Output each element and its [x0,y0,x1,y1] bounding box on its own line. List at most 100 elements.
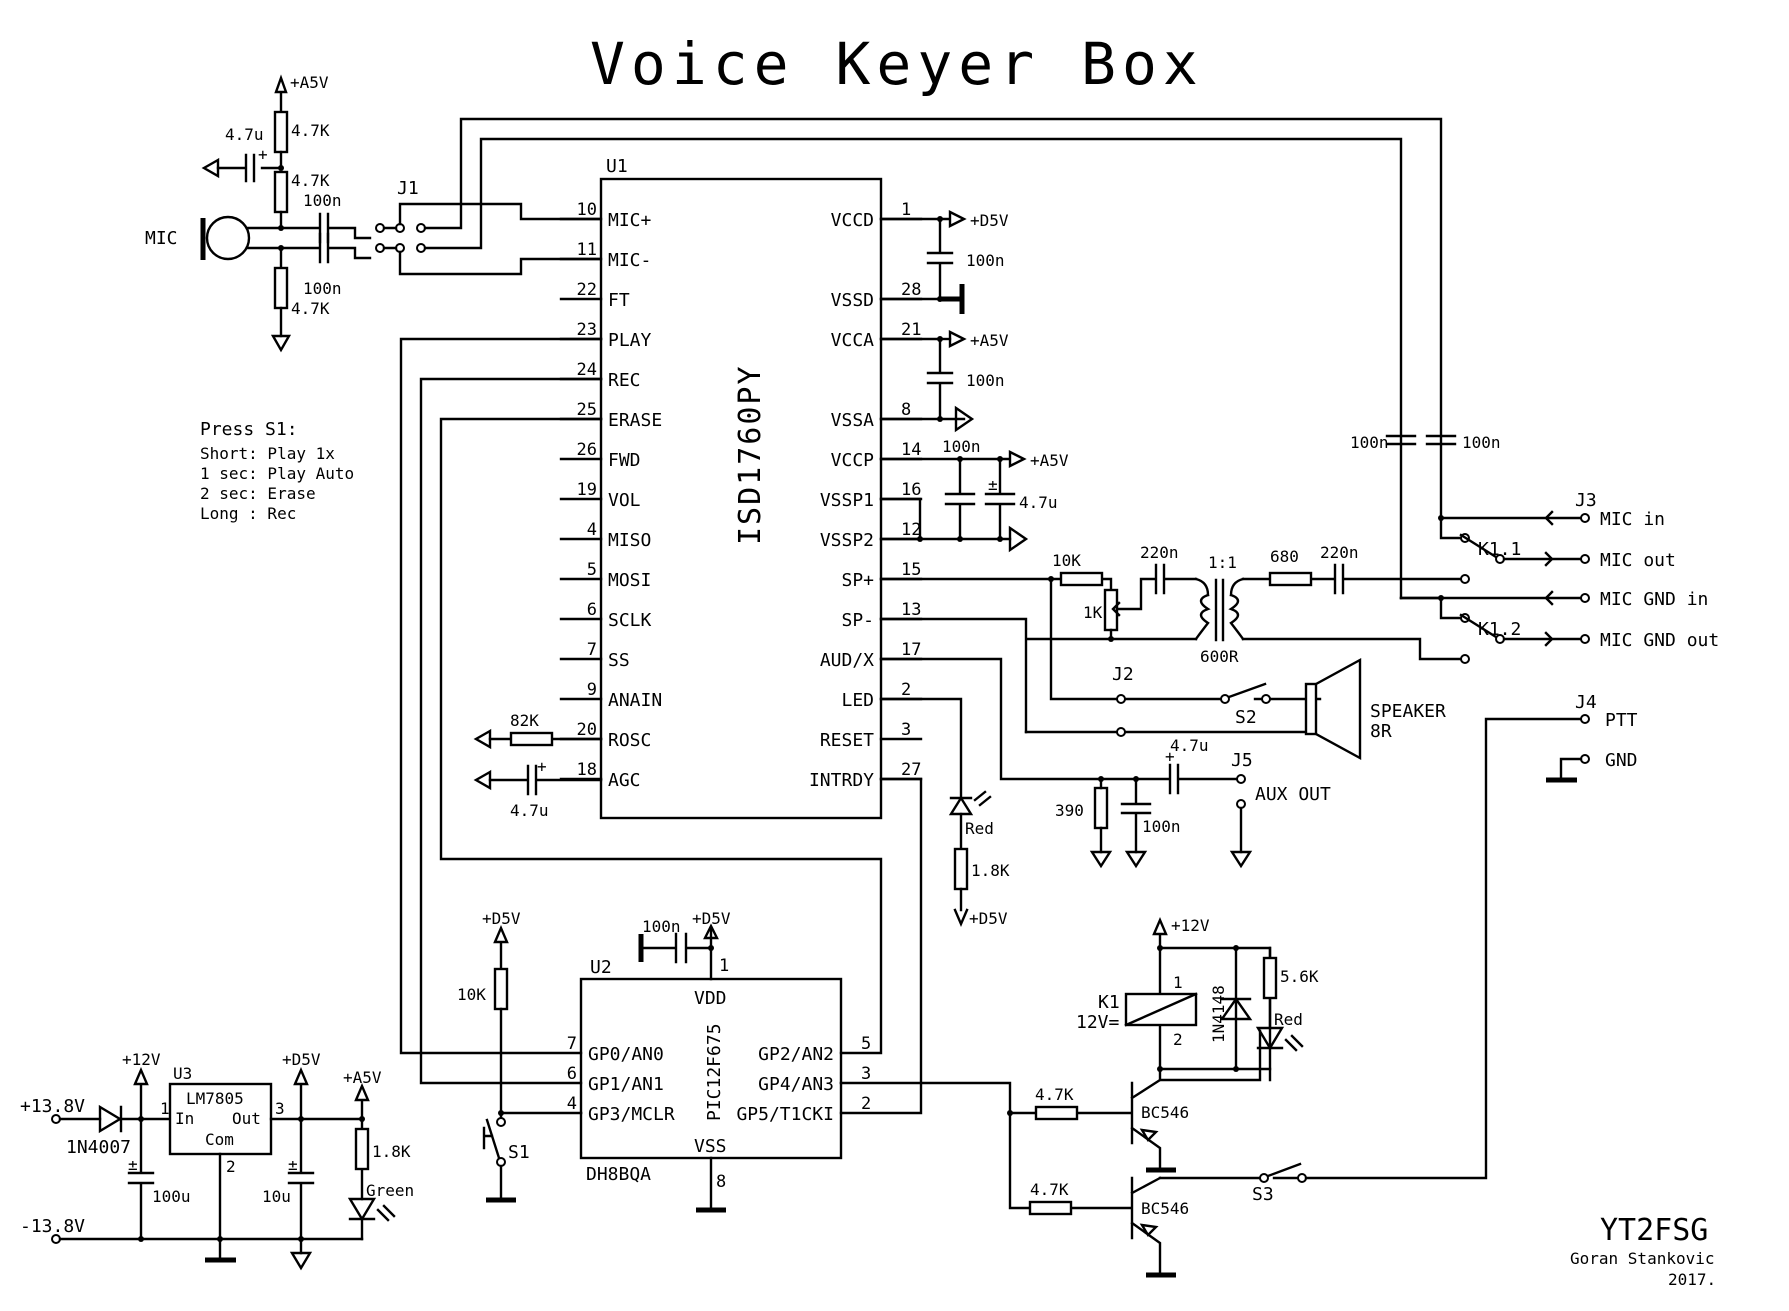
power-arrow-icon [493,924,509,971]
pin-number: 1 [160,1099,170,1118]
pin-number: 2 [226,1157,236,1176]
pin-number: 28 [901,280,921,300]
diode-label: 1N4148 [1209,985,1228,1043]
resistor-4-7k [1028,1200,1073,1216]
resistor-label: 4.7K [291,171,330,190]
resistor-label: 4.7K [1030,1180,1069,1199]
pin-name: VSSA [831,410,875,431]
pin-number: 18 [577,760,597,780]
vin-positive-label: +13.8V [20,1096,85,1117]
pin-number: 10 [577,200,597,220]
power-arrow-icon [133,1066,149,1121]
transistor-q1-icon [1130,1078,1176,1173]
pin-number: 23 [577,320,597,340]
capacitor-label: 10u [262,1187,291,1206]
speaker-icon [1304,657,1362,761]
capacitor-label: 100n [303,279,342,298]
resistor-4-7k [1034,1105,1079,1121]
ground-arrow-icon [201,157,220,179]
power-arrow-icon [998,450,1027,468]
resistor-label: 1.8K [971,861,1010,880]
pin-number: 13 [901,600,921,620]
author-callsign: YT2FSG [1600,1213,1708,1248]
pin-number: 12 [901,520,921,540]
j3-pin-label: MIC in [1600,509,1665,530]
j5-label: J5 [1231,750,1253,771]
u3-com-label: Com [205,1130,234,1149]
u3-out-label: Out [232,1109,261,1128]
capacitor-label: 220n [1320,543,1359,562]
capacitor-label: 100n [942,437,981,456]
transformer-ratio: 1:1 [1208,553,1237,572]
resistor-label: 82K [510,711,539,730]
pin-number: 27 [901,760,921,780]
speaker-label: SPEAKER [1370,701,1446,722]
capacitor-label: 100u [152,1187,191,1206]
svg-text:±: ± [128,1155,138,1174]
rail-label: +D5V [969,909,1008,928]
pin-number: 5 [861,1034,871,1054]
pin-number: 3 [901,720,911,740]
j4-pin [1580,714,1590,724]
u3-in-label: In [175,1109,194,1128]
resistor-5-6k [1262,956,1278,1000]
pin-number: 20 [577,720,597,740]
pin-number: 4 [567,1094,577,1114]
pin-name: SCLK [608,610,652,631]
diode-1n4007-icon [98,1104,123,1134]
ground-arrow-icon [473,769,492,791]
s2-contact [1261,694,1271,704]
pin-name: GP4/AN3 [758,1074,834,1095]
led-red-icon [1255,1026,1285,1051]
j1-connector: J1 [375,117,1443,600]
resistor-10k [493,967,509,1011]
notes-line: Short: Play 1x [200,444,335,463]
aux-out-section: + 4.7u 390 100n J5 AUX OUT [879,657,1331,869]
led-color-label: Red [965,819,994,838]
j3-pin-label: MIC GND in [1600,589,1708,610]
resistor-r-top [273,110,289,154]
capacitor-label: 100n [966,371,1005,390]
s2-contact [1220,694,1230,704]
pin-name: REC [608,370,641,391]
pin-name: MIC+ [608,210,652,231]
resistor-label: 5.6K [1280,967,1319,986]
relay-contact-label: K1.1 [1478,539,1521,560]
capacitor-label: 220n [1140,543,1179,562]
led-color-label: Red [1274,1010,1303,1029]
u3-ref: U3 [173,1064,192,1083]
resistor-label: 680 [1270,547,1299,566]
pin-name: SP- [841,610,874,631]
pin-number: 4 [587,520,597,540]
pin-number: 16 [901,480,921,500]
author-block: YT2FSG Goran Stankovic 2017. [1570,1213,1716,1289]
j3-pin [1580,554,1590,564]
power-arrow-icon [953,887,969,928]
relay-coil-label: 12V= [1076,1012,1120,1033]
ground-icon [1089,850,1113,869]
pin-name: FWD [608,450,641,471]
transistor-label: BC546 [1141,1103,1189,1122]
author-name: Goran Stankovic [1570,1249,1715,1268]
speaker-section: J2 S2 SPEAKER 8R [1024,577,1446,761]
u3-part: LM7805 [186,1089,244,1108]
resistor-label: 1.8K [372,1142,411,1161]
pin-number: 3 [275,1099,285,1118]
pin-name: VSSP1 [820,490,874,511]
j4-label: J4 [1575,692,1597,713]
pin-name: MIC- [608,250,651,271]
led-green-icon [347,1197,377,1241]
pin-number: 9 [587,680,597,700]
u2-ref: U2 [590,957,612,978]
pin-number: 2 [861,1094,871,1114]
power-arrow-icon [948,330,967,348]
u1-part: ISD1760PY [733,364,768,545]
rosc-agc-network: 82K + 4.7u [473,711,603,820]
speaker-impedance: 8R [1370,721,1392,742]
rail-label: +12V [122,1050,161,1069]
rail-label: +A5V [1030,451,1069,470]
capacitor-label: 100n [303,191,342,210]
